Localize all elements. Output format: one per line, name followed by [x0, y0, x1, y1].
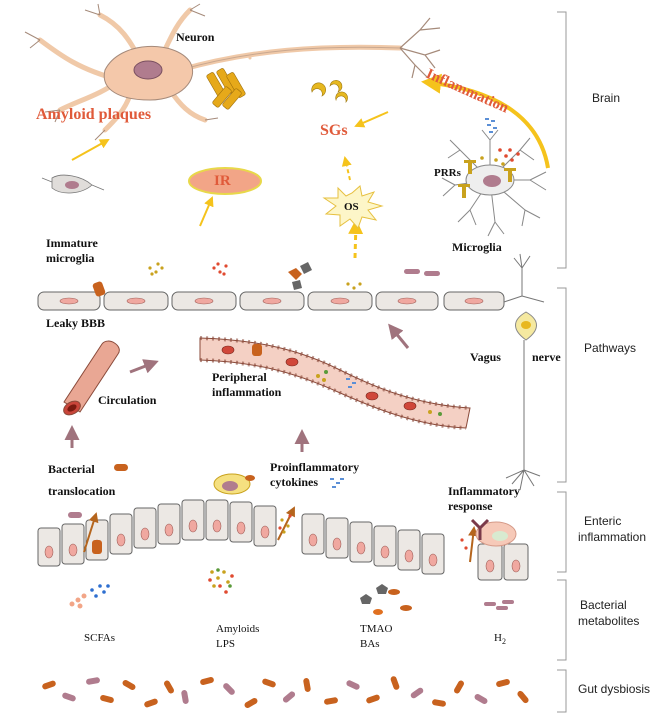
label-amyloid-plaques: Amyloid plaques [36, 106, 152, 123]
neuron-cell [24, 3, 441, 141]
label-h2-sub: 2 [501, 637, 506, 647]
label-proinflammatory-1: Proinflammatory [270, 460, 360, 474]
os-burst [322, 185, 384, 229]
label-microglia: Microglia [452, 240, 502, 254]
label-neuron: Neuron [176, 30, 215, 44]
label-peripheral-inflammation-1: Peripheral [212, 370, 267, 384]
bacterium-translocating [114, 464, 128, 471]
label-scfas: SCFAs [84, 632, 115, 644]
ir-ellipse [188, 167, 262, 195]
cytokine-dots-brain [485, 118, 497, 133]
metabolites-scfas [69, 584, 110, 609]
label-inflammatory-response-1: Inflammatory [448, 484, 520, 498]
cytokine-dots-gut [330, 478, 344, 488]
section-brackets [557, 11, 567, 713]
section-pathways: Pathways [584, 341, 637, 355]
label-peripheral-inflammation-2: inflammation [212, 385, 282, 399]
label-sgs: SGs [320, 122, 348, 139]
immature-microglia-cell [41, 174, 105, 194]
section-gut-dysbiosis: Gut dysbiosis [578, 682, 651, 696]
pathway-arrows [64, 323, 410, 452]
particles-gut-crossing [278, 514, 468, 550]
label-leaky-bbb: Leaky BBB [46, 316, 106, 330]
label-bacterial-translocation-1: Bacterial [48, 462, 95, 476]
metabolites-h2 [484, 600, 514, 610]
section-bacterial-2: metabolites [578, 614, 640, 628]
metabolites-amyloids-lps [208, 568, 234, 594]
label-h2-base: H [494, 632, 502, 644]
label-lps: LPS [216, 638, 235, 650]
label-immature-microglia-2: microglia [46, 251, 95, 265]
vagus-nerve [503, 253, 545, 491]
label-amyloids: Amyloids [216, 623, 260, 635]
label-vagus: Vagus [470, 350, 501, 364]
label-bas: BAs [360, 638, 380, 650]
stress-granules [311, 80, 348, 103]
inflammation-arrow [421, 73, 550, 169]
peripheral-vessel [199, 336, 471, 430]
metabolites-tmao-bas [360, 584, 412, 615]
label-bacterial-translocation-2: translocation [48, 484, 116, 498]
brain-arrows [71, 111, 389, 259]
section-bacterial-1: Bacterial [580, 598, 627, 612]
particles-brain-side [148, 262, 440, 306]
label-proinflammatory-2: cytokines [270, 475, 318, 489]
label-tmao: TMAO [360, 623, 393, 635]
label-circulation: Circulation [98, 393, 157, 407]
section-brain: Brain [592, 91, 621, 105]
section-enteric-2: inflammation [578, 530, 647, 544]
label-inflammatory-response-2: response [448, 499, 493, 513]
amyloid-fibrils [206, 68, 246, 110]
gut-bacteria [42, 676, 529, 708]
gut-arrows [83, 506, 479, 563]
circulation-vessel [63, 340, 120, 416]
label-prrs: PRRs [434, 167, 461, 179]
immune-cell-gut [213, 473, 255, 495]
label-immature-microglia-1: Immature [46, 236, 98, 250]
microglia-cell [441, 129, 547, 237]
label-ir: IR [214, 173, 231, 189]
label-h2: H2 [494, 631, 506, 649]
label-nerve: nerve [532, 350, 561, 364]
label-os: OS [344, 201, 359, 213]
inflammatory-response-cell [470, 518, 517, 547]
section-enteric-1: Enteric [584, 514, 622, 528]
bbb-membrane [37, 281, 505, 311]
